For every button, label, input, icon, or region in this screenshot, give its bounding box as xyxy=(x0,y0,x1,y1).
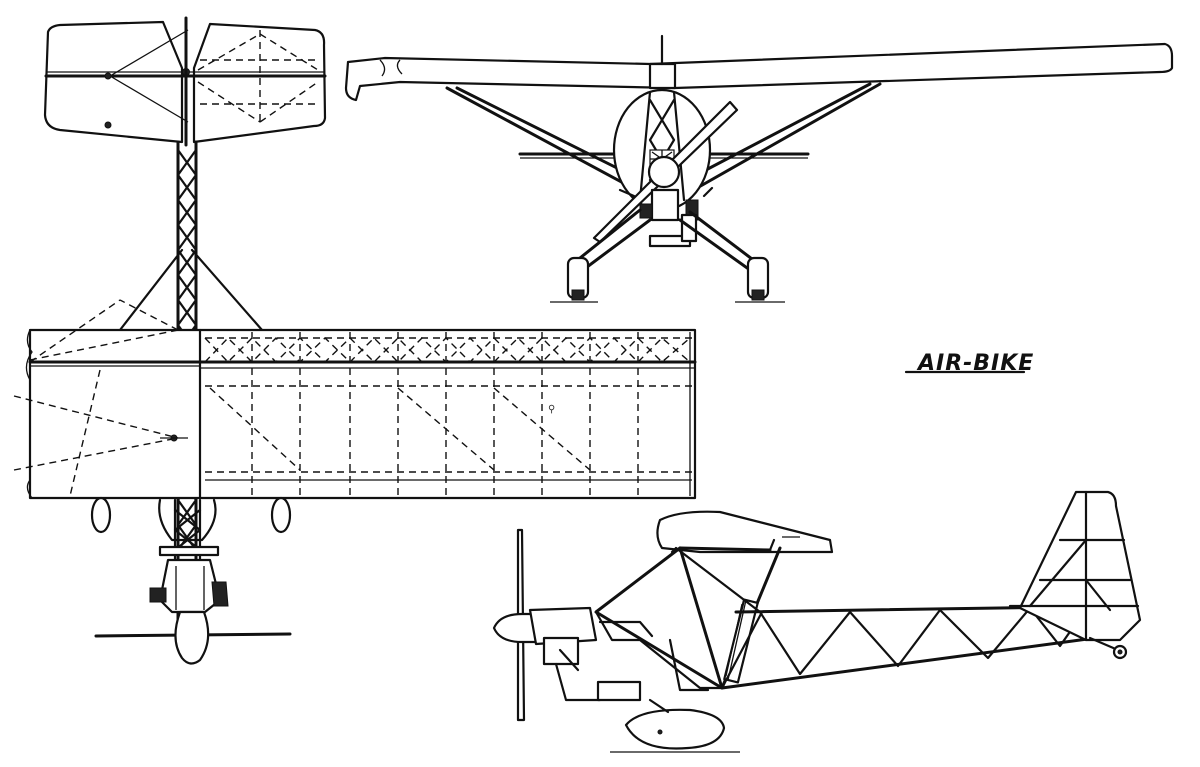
wing-top-view: ⚲ xyxy=(13,299,697,500)
horizontal-tail xyxy=(43,20,327,144)
wing-profile xyxy=(656,510,834,554)
svg-text:⚲: ⚲ xyxy=(548,404,555,415)
front-view xyxy=(344,34,1174,303)
wing-front-view xyxy=(344,34,1174,102)
title-lettering: AIR-BIKE xyxy=(904,351,1034,376)
tail-fin xyxy=(1008,490,1142,642)
propeller-front xyxy=(592,100,739,244)
top-view: ⚲ xyxy=(13,16,697,665)
main-wheel-fairing xyxy=(624,708,726,750)
drawing-title: AIR-BIKE xyxy=(916,351,1034,376)
side-view xyxy=(492,490,1142,753)
nose-section-top xyxy=(94,498,292,665)
